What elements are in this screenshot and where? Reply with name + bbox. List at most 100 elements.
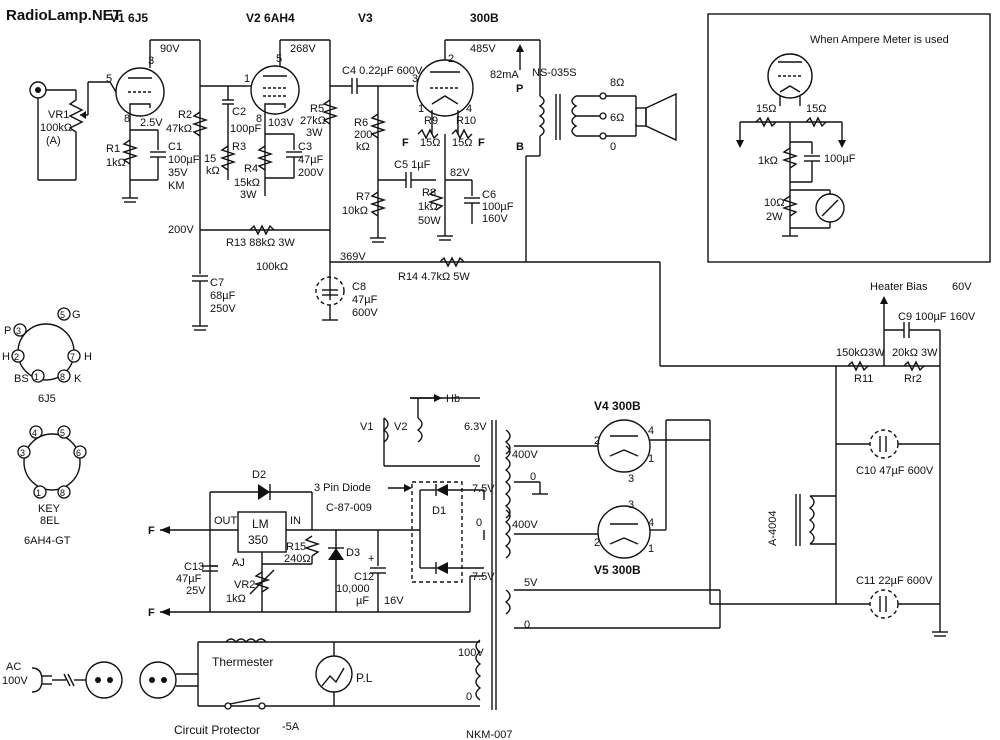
v1-pin8: 8 — [124, 113, 130, 125]
ac-plug-icon — [31, 667, 75, 693]
v5-pin4: 4 — [648, 517, 654, 529]
c10-label: C10 47µF 600V — [856, 465, 934, 477]
c7-value: 68µF — [210, 290, 236, 302]
filament-regulator: D2 LM 350 OUT IN AJ F VR2 1kΩ R15 240Ω D… — [148, 469, 484, 619]
heater-v2: V2 — [394, 421, 407, 433]
r1-value: 1kΩ — [106, 157, 126, 169]
r7-label: R7 — [356, 191, 370, 203]
p6j5-pin3: 3 — [16, 326, 21, 336]
r15-value: 240Ω — [284, 553, 311, 565]
c12-plus: + — [368, 553, 374, 565]
v5-pin1: 1 — [648, 543, 654, 555]
d3-label: D3 — [346, 547, 360, 559]
d2-diode-icon — [258, 484, 270, 500]
r7-resistor — [369, 191, 387, 217]
r4-value: 15kΩ — [234, 177, 260, 189]
lm350-in: IN — [290, 515, 301, 527]
rr2-value: 20kΩ 3W — [892, 347, 938, 359]
ot-primary-p: P — [516, 83, 523, 95]
c11-capacitor — [869, 589, 899, 619]
ptx-75b: 7.5V — [472, 571, 495, 583]
vr1-note: (A) — [46, 135, 61, 147]
inset-r3 — [781, 147, 799, 169]
c2-value: 100pF — [230, 123, 261, 135]
r8-value: 1kΩ — [418, 201, 438, 213]
heater-bias-voltage: 60V — [952, 281, 972, 293]
r3-value: 15 — [204, 153, 216, 165]
p6j5-pin8: 8 — [60, 372, 65, 382]
p6j5-k: K — [74, 373, 82, 385]
v2-tube-icon — [250, 65, 300, 115]
breaker-rating: -5A — [282, 721, 300, 733]
filter-choke: A-4004 C10 47µF 600V C11 22µF 600V — [710, 429, 948, 637]
thermistor-label: Thermester — [212, 655, 273, 669]
p6j5-h1: H — [2, 351, 10, 363]
r9-value: 15Ω — [420, 137, 440, 149]
v4-pin1: 1 — [648, 453, 654, 465]
v1-cathode-voltage: 2.5V — [140, 117, 163, 129]
output-transformer: NS-035S P B 8Ω 6Ω 0 — [516, 40, 677, 262]
r11-label: R11 — [854, 373, 873, 385]
lm350-aj: AJ — [232, 557, 245, 569]
r13-resistor — [249, 224, 275, 236]
r1-label: R1 — [106, 143, 120, 155]
p6ah4-base: 8EL — [40, 515, 60, 527]
bplus-rail: R13 88kΩ 3W 100kΩ C7 68µF 250V 369V C8 4… — [192, 224, 940, 367]
r5-value: 27kΩ — [300, 115, 326, 127]
r15-label: R15 — [286, 541, 306, 553]
c1-voltage: 35V — [168, 167, 188, 179]
c4-label: C4 0.22µF 600V — [342, 65, 423, 77]
b369-voltage: 369V — [340, 251, 366, 263]
r1-resistor — [121, 139, 139, 165]
r4-label: R4 — [244, 163, 258, 175]
v3-pin1: 1 — [418, 103, 424, 115]
p6j5-name: 6J5 — [38, 393, 56, 405]
inset-ampere-meter: When Ampere Meter is used 15Ω 15Ω 1kΩ 10… — [707, 13, 991, 263]
v2-pin5: 5 — [276, 53, 282, 65]
lm350-out: OUT — [214, 515, 238, 527]
breaker-icon[interactable] — [224, 702, 232, 710]
c1-value: 100µF — [168, 154, 200, 166]
c1-label: C1 — [168, 141, 182, 153]
v1-plate-network: R2 47kΩ C2 100pF R3 15 kΩ 200V — [166, 40, 330, 236]
c8-voltage: 600V — [352, 307, 378, 319]
ac-label: AC — [6, 661, 21, 673]
ptx-100v-0: 0 — [466, 691, 472, 703]
tap-0-label: 0 — [610, 141, 616, 153]
p6ah4-pin4: 4 — [32, 428, 37, 438]
r8-label: R8 — [422, 187, 436, 199]
inset-r2 — [805, 116, 827, 128]
p6j5-pin2: 2 — [14, 352, 19, 362]
inset-r3-value: 1kΩ — [758, 155, 778, 167]
pinout-6ah4: 4 5 3 6 1 8 KEY 8EL 6AH4-GT — [17, 425, 87, 547]
r8-resistor — [427, 189, 445, 211]
ptx-400-0: 0 — [530, 471, 536, 483]
ptx-400a: 400V — [512, 449, 538, 461]
c6-voltage: 160V — [482, 213, 508, 225]
r2-label: R2 — [178, 109, 192, 121]
p6j5-bs: BS — [14, 373, 29, 385]
r11-value: 150kΩ3W — [836, 347, 885, 359]
ptx-75-0: 0 — [476, 517, 482, 529]
p6j5-h2: H — [84, 351, 92, 363]
v4-pin3: 3 — [628, 473, 634, 485]
r6-value: 200 — [354, 129, 372, 141]
vr2-label: VR2 — [234, 579, 255, 591]
v3-ref: V3 — [358, 11, 373, 25]
v2-label: V2 6AH4 — [246, 11, 295, 25]
v3-pin3: 3 — [412, 73, 418, 85]
c2-label: C2 — [232, 106, 246, 118]
c7-label: C7 — [210, 277, 224, 289]
ot-primary-b: B — [516, 141, 524, 153]
d1-label: D1 — [432, 505, 446, 517]
c12-unit: µF — [356, 595, 369, 607]
v1-pin3: 3 — [148, 55, 154, 67]
inset-r4 — [781, 195, 799, 217]
heater-v1: V1 — [360, 421, 373, 433]
r4-resistor — [256, 145, 274, 171]
c3-voltage: 200V — [298, 167, 324, 179]
pinout-6j5: 3 5 2 7 1 8 P G H H BS K 6J5 — [2, 307, 92, 405]
r5-resistor — [321, 99, 339, 125]
r3-unit: kΩ — [206, 165, 220, 177]
